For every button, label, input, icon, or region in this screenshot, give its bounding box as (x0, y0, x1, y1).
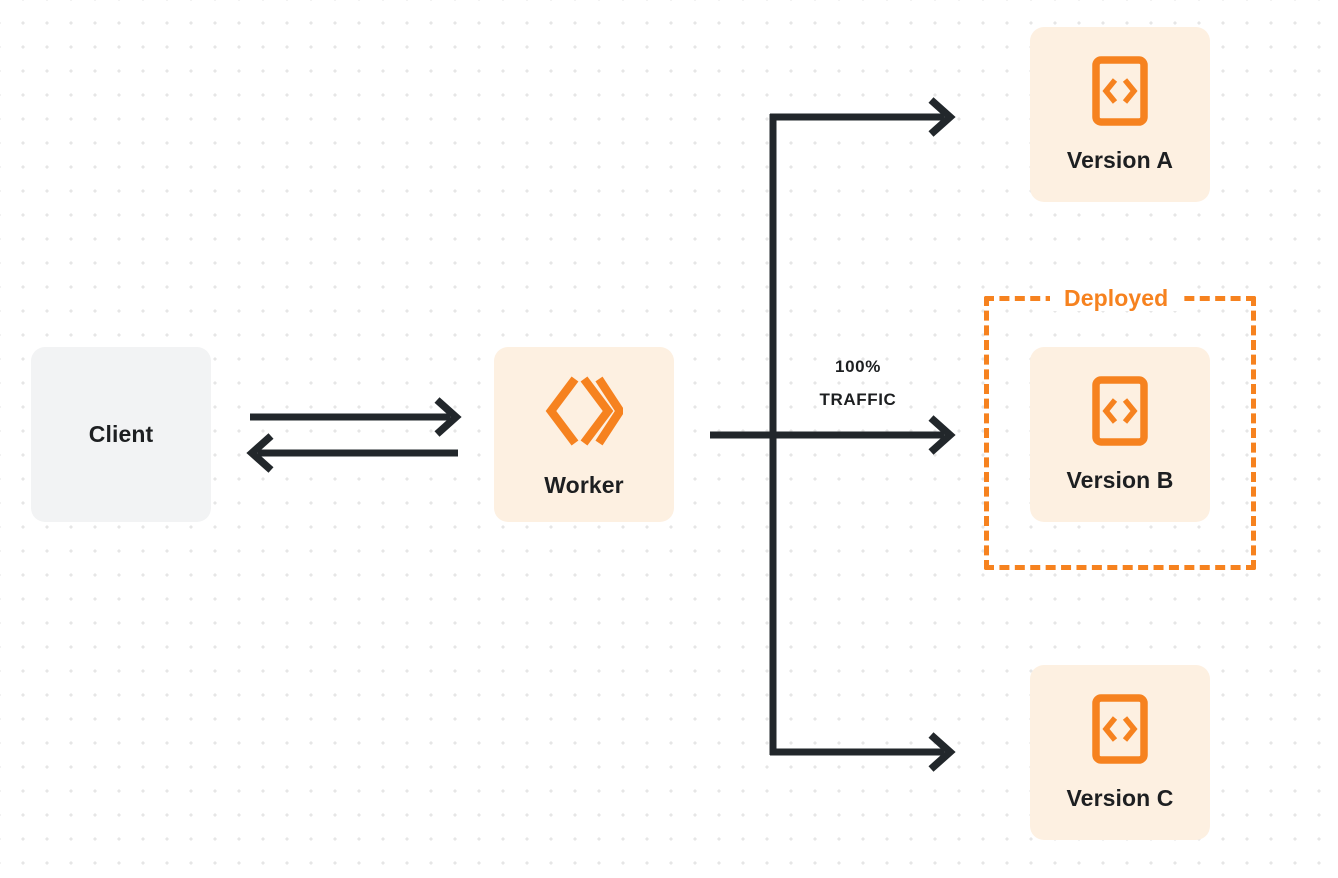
node-worker-label: Worker (544, 471, 624, 498)
cloudflare-workers-icon (545, 371, 626, 456)
node-version-a-label: Version A (1066, 147, 1174, 173)
node-version-c[interactable]: Version C (1030, 665, 1210, 840)
deployed-group-label: Deployed (1050, 285, 1183, 311)
arrow-worker-to-version-a (770, 97, 956, 137)
arrow-worker-to-client (246, 433, 458, 473)
traffic-percent: 100% (835, 357, 881, 376)
code-file-icon (1091, 55, 1149, 132)
node-version-c-label: Version C (1066, 785, 1174, 811)
traffic-annotation: 100% TRAFFIC (780, 350, 936, 416)
node-version-b[interactable]: Version B (1030, 347, 1210, 522)
node-version-b-label: Version B (1066, 467, 1174, 493)
arrow-worker-to-version-b (710, 415, 956, 455)
node-client[interactable]: Client (31, 347, 211, 522)
node-worker[interactable]: Worker (494, 347, 674, 522)
code-file-icon (1091, 375, 1149, 452)
traffic-word: TRAFFIC (819, 390, 897, 409)
node-client-label: Client (88, 421, 154, 447)
arrow-worker-to-version-c (770, 732, 956, 772)
code-file-icon (1091, 693, 1149, 770)
arrow-client-to-worker (250, 397, 462, 437)
node-version-a[interactable]: Version A (1030, 27, 1210, 202)
